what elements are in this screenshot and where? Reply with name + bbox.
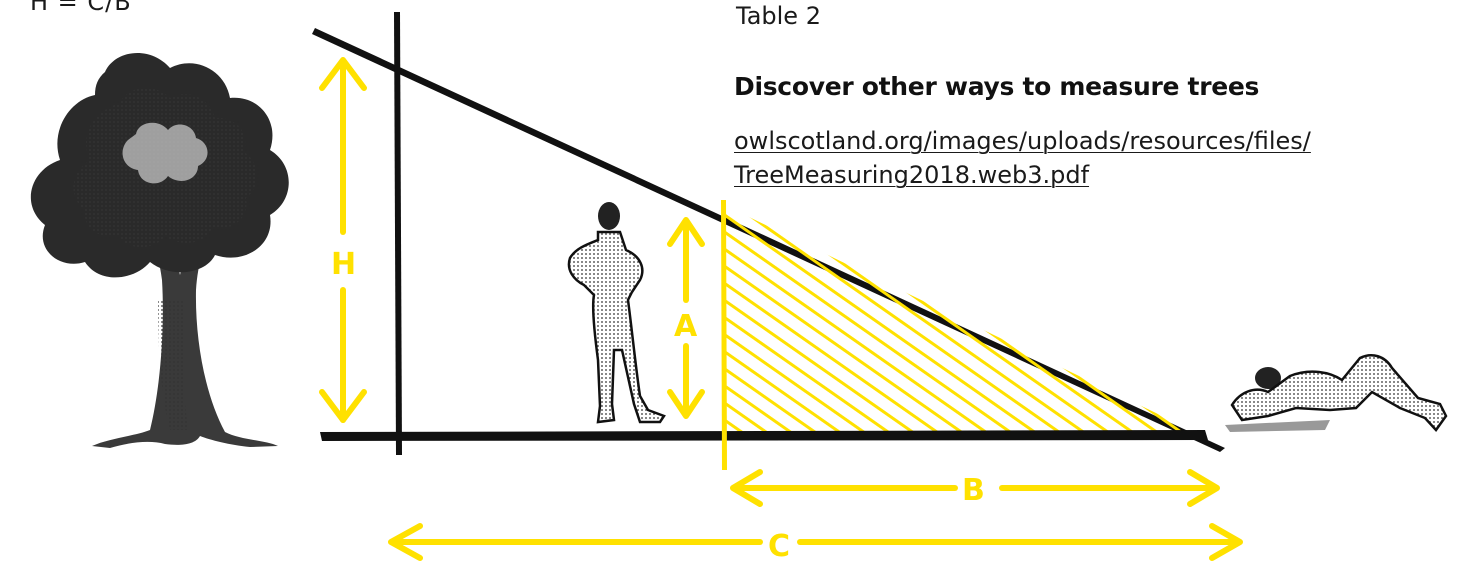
label-b: B — [962, 473, 985, 508]
formula-text: H = C/B — [30, 0, 132, 16]
ground-line — [320, 430, 1208, 441]
tree-vertical-line — [394, 12, 402, 455]
standing-person-icon — [567, 202, 666, 424]
resource-link-line-2[interactable]: TreeMeasuring2018.web3.pdf — [734, 161, 1090, 189]
distance-arrow-c — [388, 523, 1243, 561]
label-h: H — [331, 247, 356, 282]
hatched-triangle — [724, 205, 1212, 440]
distance-arrow-b — [730, 469, 1220, 507]
label-a: A — [674, 309, 698, 344]
resource-link[interactable]: owlscotland.org/images/uploads/resources… — [734, 124, 1394, 192]
observer-vertical-line — [721, 200, 727, 470]
discover-heading: Discover other ways to measure trees — [734, 72, 1260, 101]
resource-link-line-1[interactable]: owlscotland.org/images/uploads/resources… — [734, 127, 1311, 155]
tree-icon — [30, 52, 289, 448]
label-c: C — [768, 529, 790, 562]
height-arrow-a — [667, 217, 705, 419]
height-arrow-h — [319, 57, 367, 423]
lying-person-icon — [1225, 354, 1448, 432]
table-label: Table 2 — [736, 2, 821, 30]
